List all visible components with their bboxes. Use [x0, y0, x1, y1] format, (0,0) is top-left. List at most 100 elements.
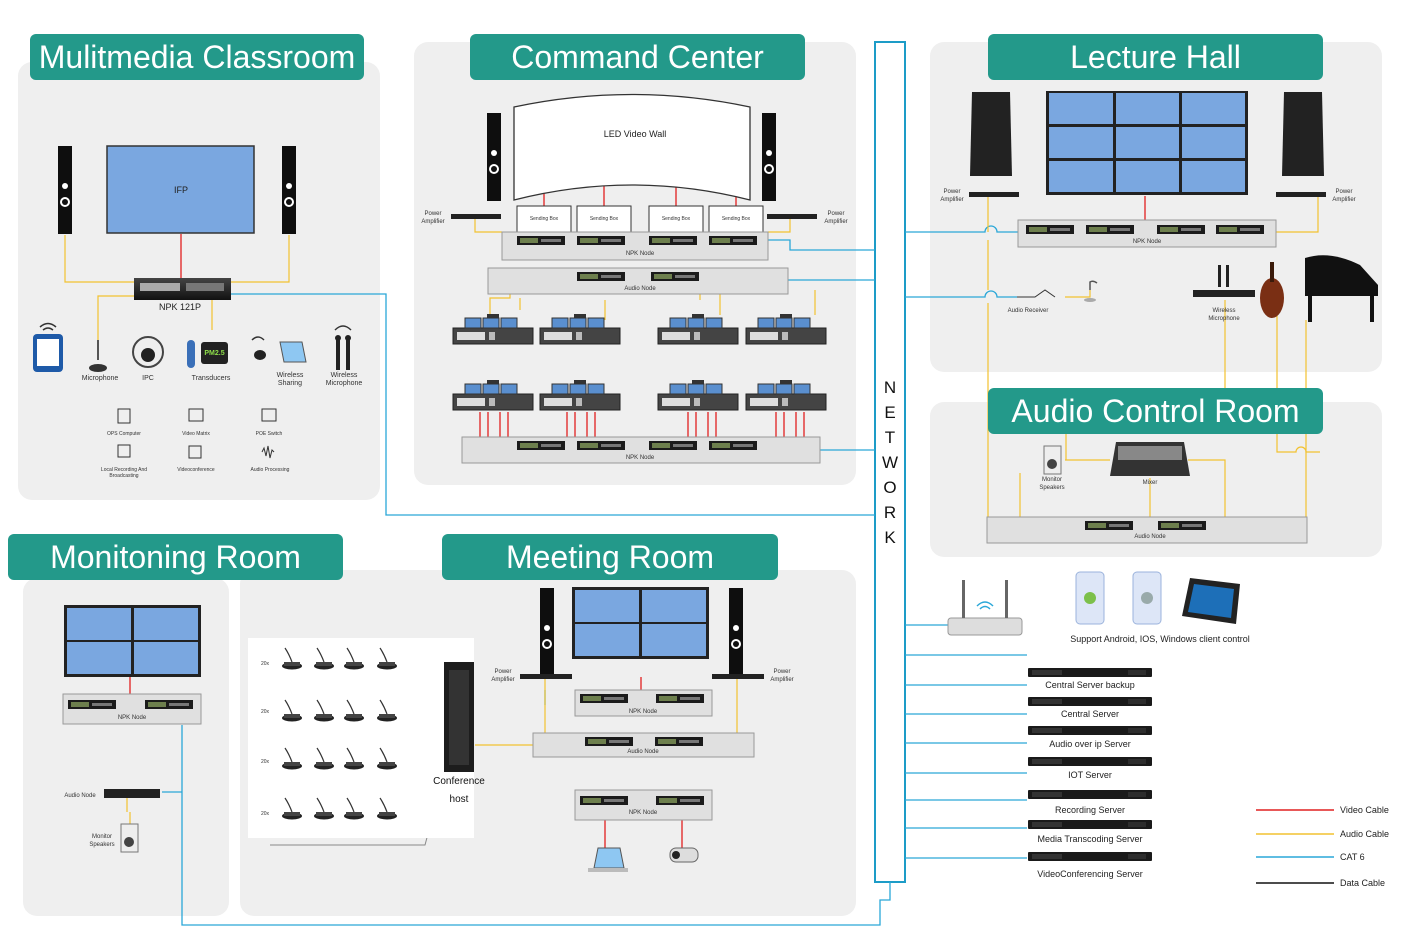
zone-label: 20x	[260, 811, 270, 817]
power-line1: Power	[424, 211, 442, 217]
legend-video-cable: Video Cable	[1340, 805, 1389, 815]
server-label-iot: IOT Server	[1068, 770, 1112, 780]
led-wall-label: LED Video Wall	[603, 129, 667, 139]
power-line1: Power	[1335, 189, 1353, 195]
legend-lines	[1256, 809, 1334, 884]
microphone-label: Microphone	[81, 375, 119, 382]
meeting-npk-node-bottom-label: NPK Node	[628, 810, 658, 816]
audio-control-node	[986, 516, 1308, 544]
sending-box-label: Sending Box	[529, 216, 559, 222]
lecture-npk-node-label: NPK Node	[1132, 239, 1162, 245]
zone-label: 20x	[260, 709, 270, 715]
title-monitoring-room: Monitoning Room	[8, 534, 343, 580]
power-line1: Power	[827, 211, 845, 217]
thermometer-icon	[187, 340, 195, 368]
npk-121p-label: NPK 121P	[158, 302, 202, 312]
power-amplifier-left	[451, 214, 501, 219]
feature-ops-computer: OPS Computer	[107, 431, 141, 437]
wireless-sharing-line1: Wireless	[276, 372, 304, 379]
power-line1: Power	[773, 669, 791, 675]
meeting-video-wall	[572, 587, 709, 659]
legend-audio-cable: Audio Cable	[1340, 829, 1390, 839]
title-command-center: Command Center	[470, 34, 805, 80]
monitoring-video-wall	[64, 605, 201, 677]
network-letter: R	[883, 503, 897, 522]
title-audio-control-room: Audio Control Room	[988, 388, 1323, 434]
command-npk-node-bottom-label: NPK Node	[625, 455, 655, 461]
monitoring-npk-node-label: NPK Node	[117, 715, 147, 721]
wireless-mic-line1: Wireless	[1212, 308, 1236, 314]
transducers-label: Transducers	[191, 375, 231, 382]
monitor-line1: Monitor	[91, 834, 112, 840]
audio-receiver-label: Audio Receiver	[1007, 308, 1049, 314]
server-label-media-transcoding: Media Transcoding Server	[1037, 834, 1143, 844]
conference-host-label: Conference host	[427, 773, 491, 809]
microphone-icon	[89, 364, 107, 372]
sending-box-label: Sending Box	[661, 216, 691, 222]
sending-boxes	[516, 205, 764, 233]
server-label-recording: Recording Server	[1054, 805, 1126, 815]
power-amplifier-right	[767, 214, 817, 219]
network-letter: T	[884, 428, 896, 447]
wireless-mic-line2: Microphone	[325, 380, 363, 387]
server-stack	[1028, 668, 1152, 861]
sending-box-label: Sending Box	[721, 216, 751, 222]
monitor-line2: Speakers	[89, 842, 115, 848]
monitor-line2: Speakers	[1039, 485, 1065, 491]
zone-label: 20x	[260, 759, 270, 765]
network-letter: N	[883, 378, 897, 397]
conference-line1: Conference	[433, 776, 485, 787]
command-audio-node-label: Audio Node	[624, 286, 656, 292]
network-letter: E	[884, 403, 896, 422]
server-label-audio-over-ip: Audio over ip Server	[1049, 739, 1131, 749]
lecture-video-wall	[1046, 91, 1248, 195]
sending-box-label: Sending Box	[589, 216, 619, 222]
line-array-speakers	[970, 92, 1324, 176]
wifi-router-icon	[947, 617, 1023, 636]
piano-icon	[1305, 255, 1378, 296]
network-letter: O	[883, 478, 897, 497]
conference-line2: host	[449, 794, 469, 805]
server-label-backup: Central Server backup	[1045, 680, 1135, 690]
feature-audio-processing: Audio Processing	[250, 467, 290, 473]
pm25-label: PM2.5	[204, 350, 225, 357]
legend-data-cable: Data Cable	[1340, 878, 1386, 888]
lecture-microphone-icon	[1089, 280, 1098, 290]
power-line2: Amplifier	[770, 677, 794, 683]
wireless-microphone-receiver	[1193, 290, 1255, 297]
network-backbone	[874, 41, 906, 883]
monitor-line1: Monitor	[1041, 477, 1062, 483]
command-npk-node-label: NPK Node	[625, 251, 655, 257]
led-video-wall	[513, 93, 751, 201]
meeting-npk-node-label: NPK Node	[628, 709, 658, 715]
legend-cat6: CAT 6	[1340, 852, 1365, 862]
title-multimedia-classroom: Mulitmedia Classroom	[30, 34, 364, 80]
power-line2: Amplifier	[491, 677, 515, 683]
violin-icon	[1260, 278, 1284, 318]
audio-control-node-label: Audio Node	[1134, 534, 1166, 540]
wireless-mic-line1: Wireless	[330, 372, 358, 379]
monitoring-npk-node	[62, 693, 202, 725]
power-line2: Amplifier	[940, 197, 964, 203]
network-letter: W	[881, 453, 899, 472]
power-line2: Amplifier	[824, 219, 848, 225]
title-meeting-room: Meeting Room	[442, 534, 778, 580]
power-line1: Power	[943, 189, 961, 195]
pm25-sensor-icon	[201, 342, 228, 364]
feature-icons	[117, 408, 277, 459]
zone-label: 20x	[260, 661, 270, 667]
server-label-videoconferencing: VideoConferencing Server	[1037, 869, 1143, 879]
ifp-screen	[106, 145, 255, 234]
wireless-sharing-line2: Sharing	[277, 380, 303, 387]
mixer-label: Mixer	[1142, 480, 1158, 486]
cat6-cables	[162, 225, 1027, 926]
